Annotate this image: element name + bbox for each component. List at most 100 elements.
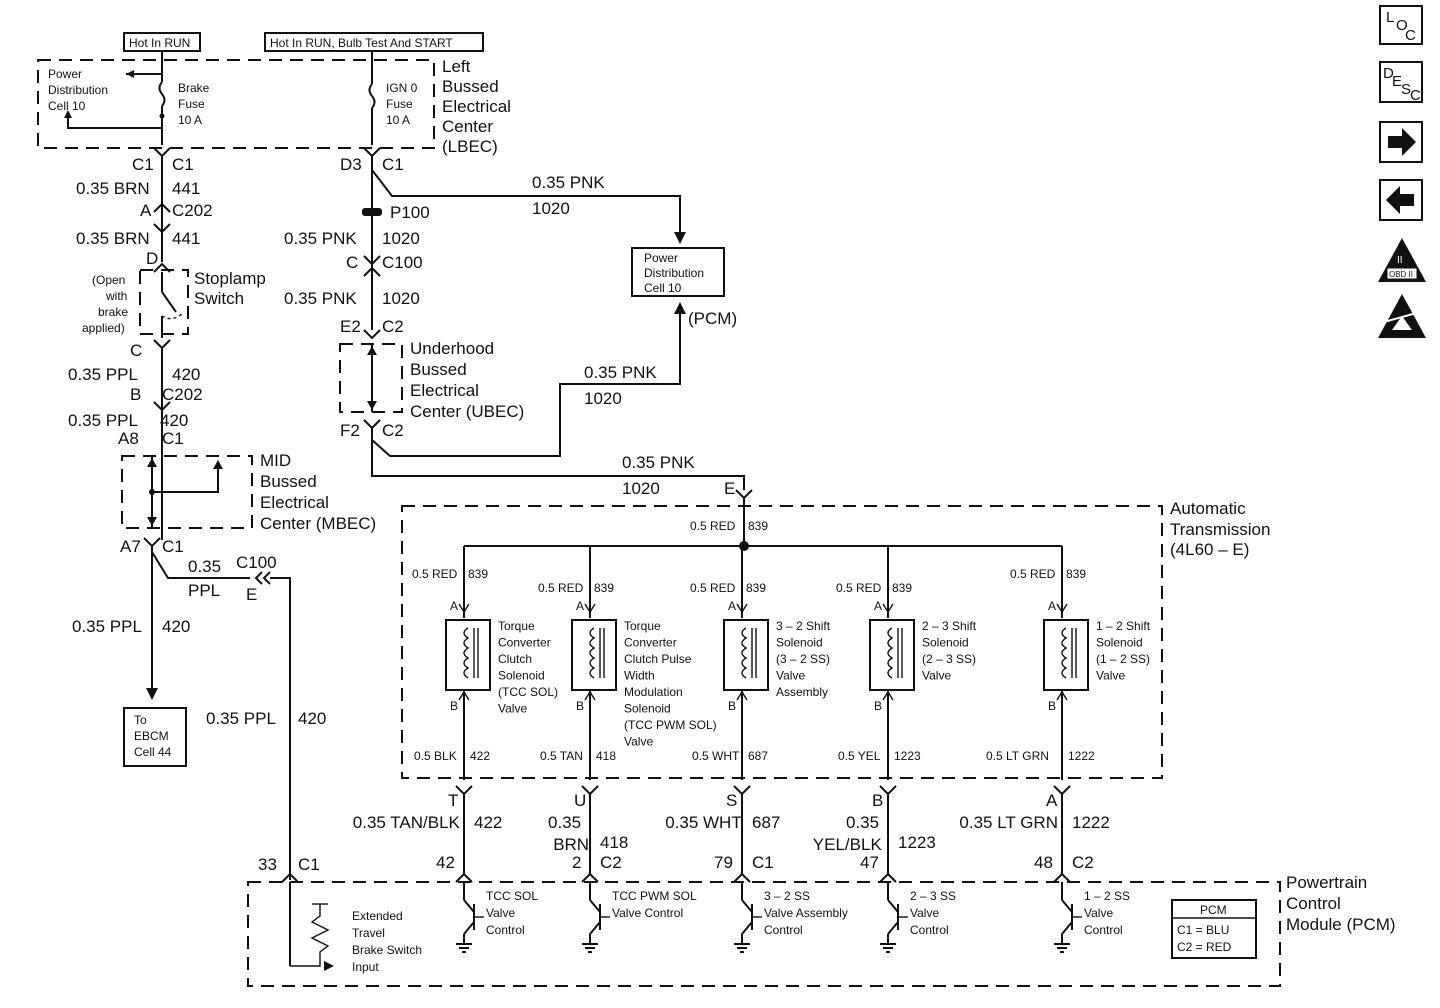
pcm-driver-label-line: Valve Assembly — [764, 906, 848, 920]
ext-1: Extended — [352, 909, 403, 923]
solenoid-coil-icon — [445, 619, 491, 691]
desc-e: E — [1392, 73, 1402, 90]
ground-icon — [734, 943, 750, 953]
center-pnk-low: 0.35 PNK — [622, 453, 695, 472]
pcm-legend-box — [1171, 899, 1257, 959]
solenoid-num-out: 1222 — [1068, 749, 1095, 763]
pcm-driver-label-line: Control — [764, 923, 803, 937]
ubec-1: Underhood — [410, 339, 494, 358]
ground-icon — [456, 943, 472, 953]
next-arrow-button[interactable] — [1379, 121, 1423, 163]
center-pnk-top: 0.35 PNK — [532, 173, 605, 192]
esd-warning-button[interactable] — [1378, 294, 1426, 338]
pcm-wire-circuit: 1223 — [898, 833, 936, 852]
pcm-wire-connector: C2 — [1072, 853, 1094, 872]
open-4: applied) — [82, 321, 125, 335]
prev-arrow-button[interactable] — [1379, 179, 1423, 221]
trans-3: (4L60 – E) — [1170, 540, 1249, 559]
pcm-driver-label-line: TCC SOL — [486, 889, 538, 903]
solenoid-label-line: (TCC SOL) — [498, 685, 558, 699]
solenoid-num-in: 839 — [1066, 567, 1086, 581]
solenoid-label-line: Clutch — [498, 652, 532, 666]
lbec-pd-3: Cell 10 — [48, 99, 86, 113]
open-1: (Open — [92, 273, 125, 287]
pcm-legend-title: PCM — [1200, 903, 1227, 917]
mbec-2: Bussed — [260, 472, 317, 491]
pcm-wire-cavity: 79 — [714, 853, 733, 872]
solenoid-num-out: 687 — [748, 749, 768, 763]
loc-o: O — [1396, 17, 1408, 34]
mbec-box — [121, 455, 253, 529]
solenoid-label-line: Torque — [498, 619, 535, 633]
ubec-2: Bussed — [410, 360, 467, 379]
center-d3: D3 — [340, 155, 362, 174]
brake-fuse-icon — [158, 81, 166, 107]
solenoid-pin-a: A — [874, 599, 882, 613]
center-e2: E2 — [340, 317, 361, 336]
pcm-driver-label-line: 2 – 3 SS — [910, 889, 956, 903]
solenoid-num-out: 418 — [596, 749, 616, 763]
desc-button[interactable]: D E S C — [1379, 61, 1423, 104]
pcm-wire-cavity: 2 — [572, 853, 581, 872]
left-c202a: C202 — [172, 201, 213, 220]
left-c1d: C1 — [162, 537, 184, 556]
trans-2: Transmission — [1170, 520, 1270, 539]
solenoid-label-line: (3 – 2 SS) — [776, 652, 830, 666]
ext-2: Travel — [352, 926, 385, 940]
solenoid-label-line: 3 – 2 Shift — [776, 619, 831, 633]
pcm-wire-circuit: 1222 — [1072, 813, 1110, 832]
loc-button[interactable]: L O C — [1379, 5, 1423, 45]
pcm-driver-label-line: Valve — [1084, 906, 1113, 920]
pcm-wire-color: 0.35 TAN/BLK — [353, 813, 461, 832]
obd-roman: II — [1397, 255, 1403, 266]
brake-fuse-1: Brake — [178, 81, 210, 95]
trans-top-num: 839 — [748, 519, 768, 533]
pcm-wire-cavity: 48 — [1034, 853, 1053, 872]
solenoid-label-line: 1 – 2 Shift — [1096, 619, 1151, 633]
center-c1: C1 — [382, 155, 404, 174]
pcm-driver-label-line: Valve — [910, 906, 939, 920]
pcm-wire-connector: C2 — [600, 853, 622, 872]
center-1020-mid: 1020 — [584, 389, 622, 408]
left-c1a: C1 — [132, 155, 154, 174]
ign-fuse-3: 10 A — [386, 113, 410, 127]
solenoid-label-line: Torque — [624, 619, 661, 633]
solenoid-num-out: 422 — [470, 749, 490, 763]
left-a7: A7 — [120, 537, 141, 556]
pd-3: Cell 10 — [644, 281, 682, 295]
pcm-wire-color: 0.35 LT GRN — [959, 813, 1058, 832]
solenoid-num-in: 839 — [594, 581, 614, 595]
solenoid-label-line: Solenoid — [776, 636, 823, 650]
center-c100: C100 — [382, 253, 423, 272]
desc-c: C — [1410, 87, 1421, 104]
solenoid-num-in: 839 — [892, 581, 912, 595]
obd-ii-button[interactable]: II OBD II — [1378, 238, 1426, 282]
left-c1e: C1 — [298, 855, 320, 874]
pcm-driver-label-line: Control — [1084, 923, 1123, 937]
left-wire-4: 0.35 PPL — [68, 411, 138, 430]
ppl-label: PPL — [188, 581, 220, 600]
center-e: E — [724, 479, 735, 498]
solenoid-wire-out: 0.5 LT GRN — [986, 749, 1049, 763]
solenoid-wire-in: 0.5 RED — [836, 581, 882, 595]
left-d: D — [146, 249, 158, 268]
solenoid-pin-a: A — [450, 599, 458, 613]
mbec-4: Center (MBEC) — [260, 514, 376, 533]
center-p100: P100 — [390, 203, 430, 222]
pcm-box — [247, 881, 1281, 987]
ground-icon — [582, 943, 598, 953]
solenoid-coil-icon — [1043, 619, 1089, 691]
solenoid-label-line: Valve — [776, 669, 805, 683]
solenoid-wire-in: 0.5 RED — [538, 581, 584, 595]
arrow-right-icon — [1388, 128, 1416, 156]
pcm-wire-pin: U — [574, 791, 586, 810]
left-c: C — [130, 341, 142, 360]
